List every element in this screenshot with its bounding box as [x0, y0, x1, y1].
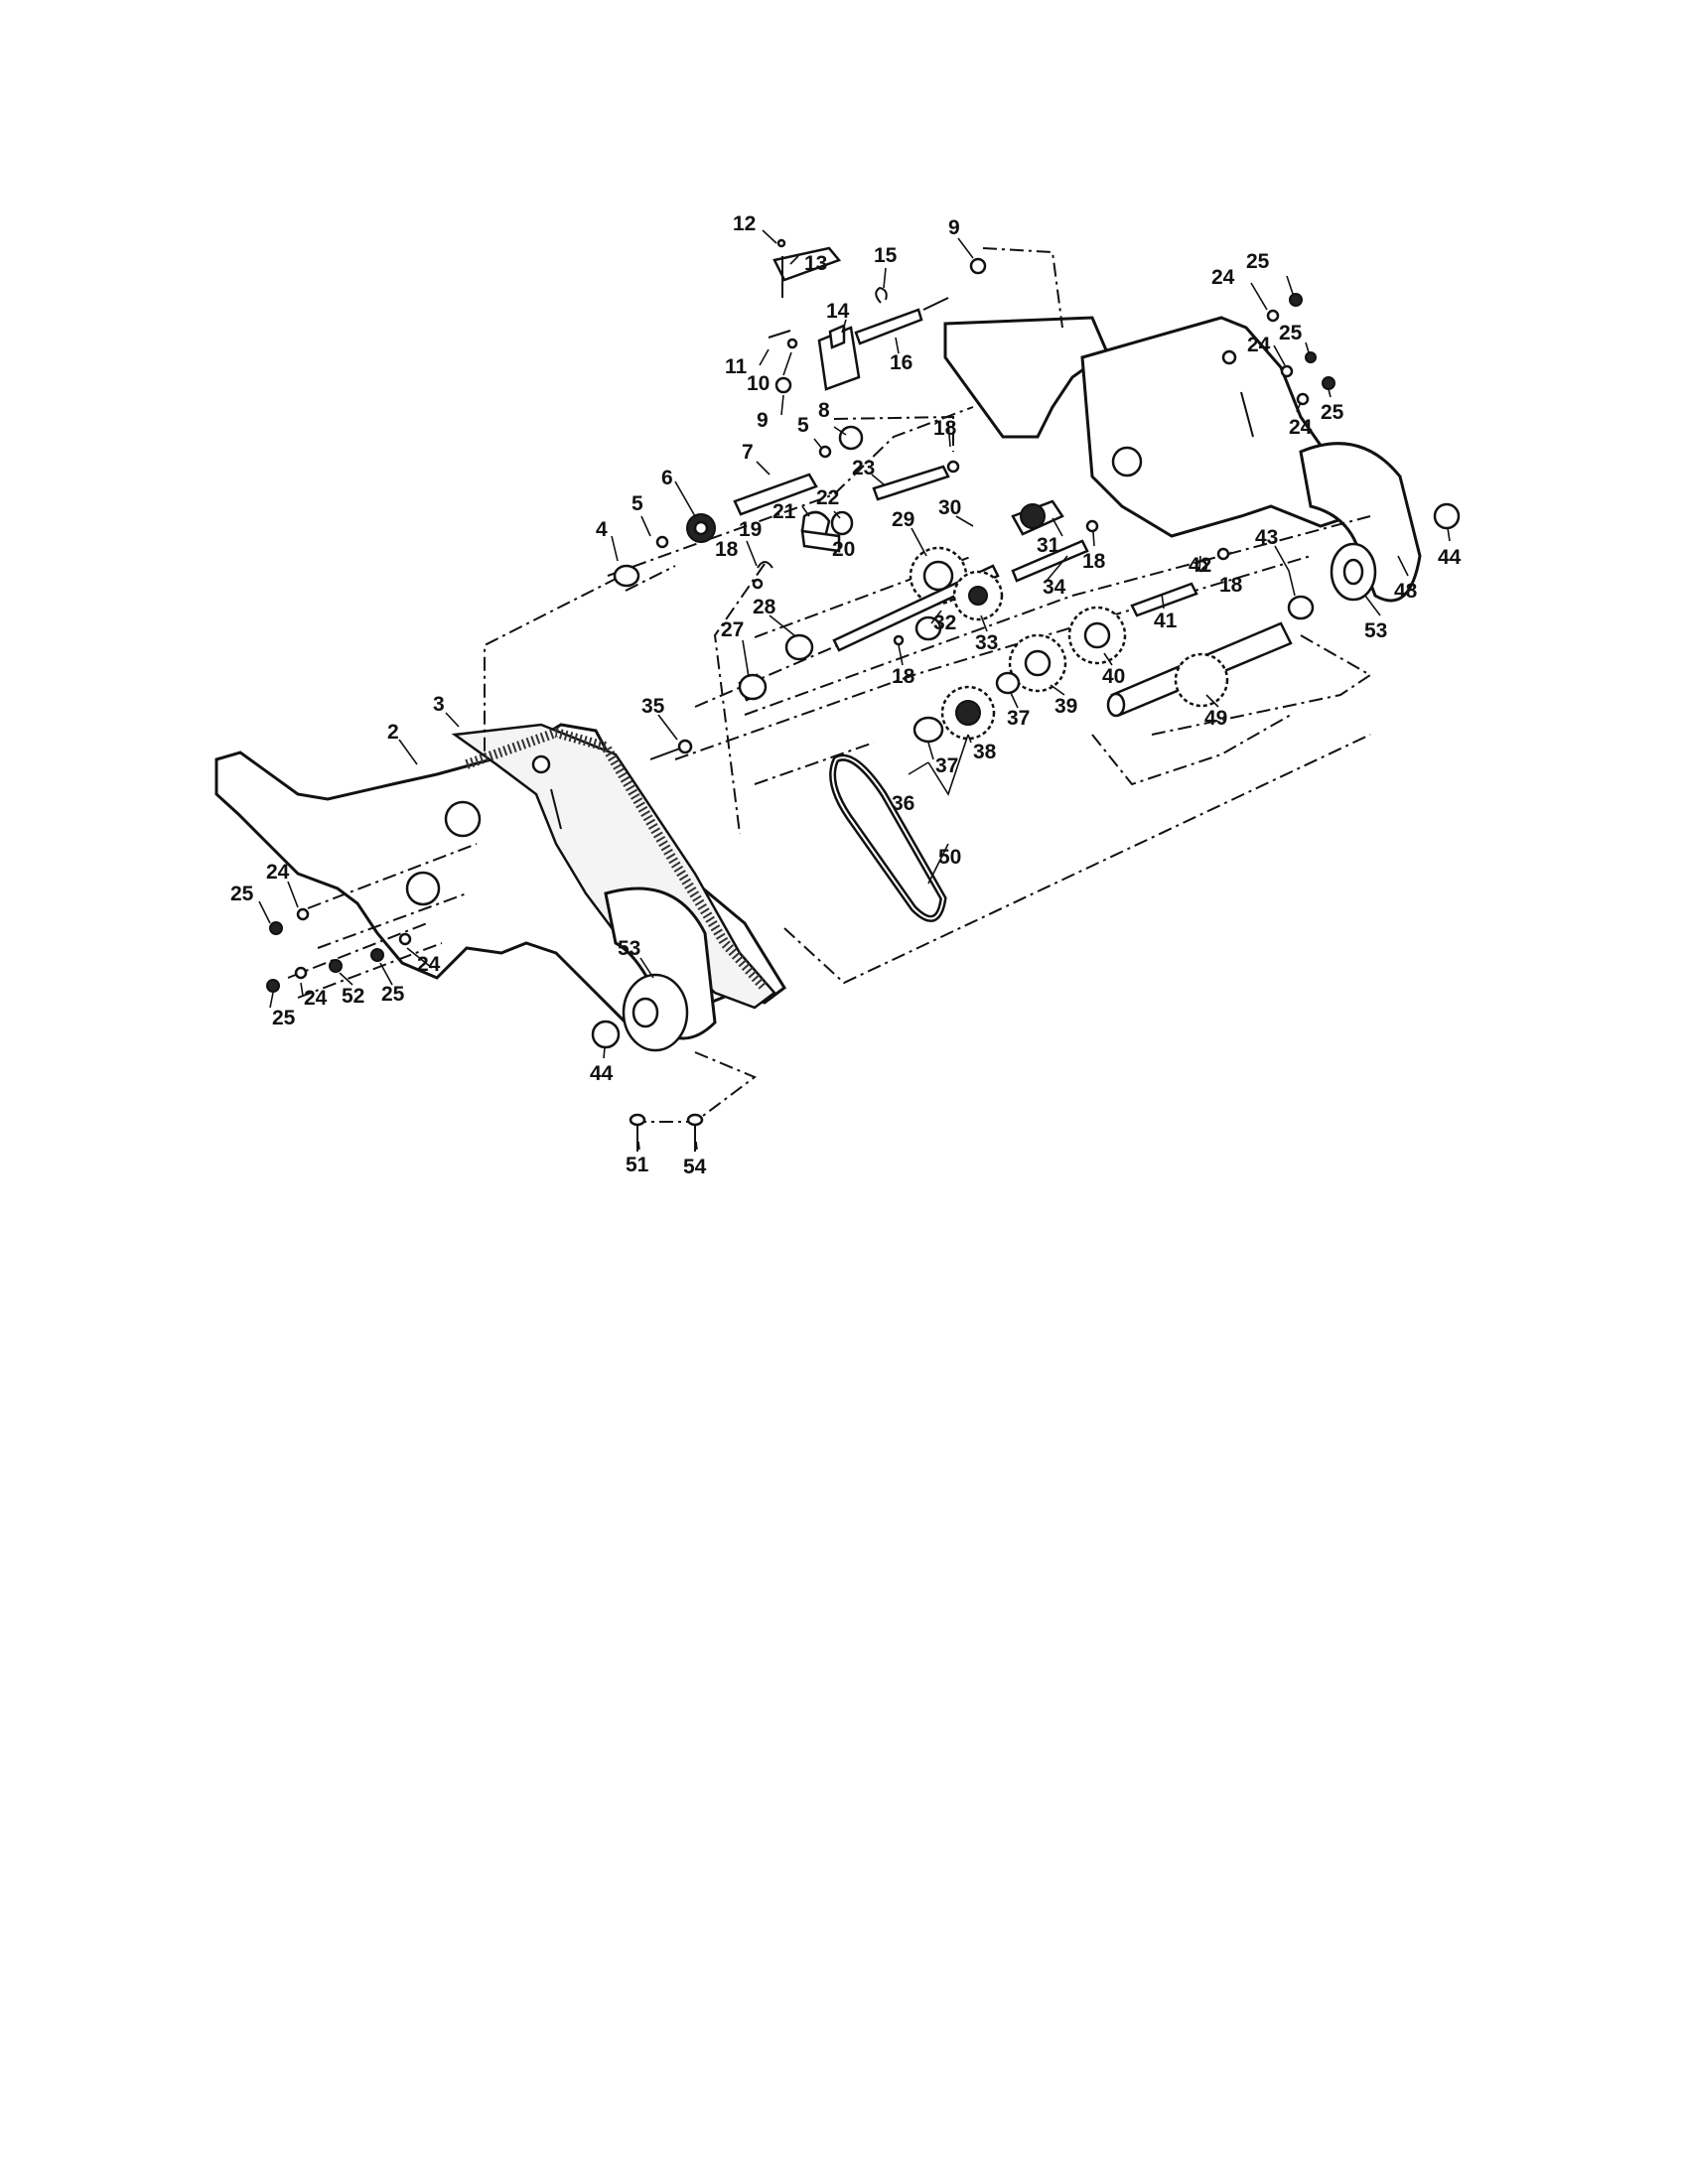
callout-42: 42: [1189, 554, 1211, 577]
callout-25: 25: [1279, 322, 1303, 344]
callout-49: 49: [1204, 707, 1227, 730]
callout-10: 10: [747, 372, 770, 395]
callout-29: 29: [892, 508, 914, 531]
callout-25: 25: [381, 983, 405, 1006]
callout-24: 24: [1247, 334, 1271, 356]
callout-54: 54: [683, 1156, 707, 1178]
callout-22: 22: [816, 486, 839, 509]
callout-12: 12: [733, 212, 756, 235]
callout-25: 25: [1246, 250, 1270, 273]
drive-components: [591, 425, 1461, 1152]
callout-13: 13: [804, 252, 827, 275]
callout-2: 2: [387, 721, 399, 744]
callout-5: 5: [632, 492, 643, 515]
callout-44: 44: [590, 1062, 614, 1085]
callout-44: 44: [1438, 546, 1462, 569]
callout-18: 18: [1219, 574, 1243, 597]
callout-25: 25: [230, 883, 254, 905]
left-drum: [604, 887, 717, 1052]
callout-50: 50: [938, 846, 961, 869]
callout-36: 36: [892, 792, 914, 815]
callout-18: 18: [715, 538, 739, 561]
callout-25: 25: [272, 1007, 296, 1029]
callout-11: 11: [725, 355, 748, 378]
callout-20: 20: [832, 538, 855, 561]
callout-24: 24: [304, 987, 328, 1010]
callout-4: 4: [596, 518, 608, 541]
callout-24: 24: [1211, 266, 1235, 289]
callout-30: 30: [938, 496, 961, 519]
callout-16: 16: [890, 351, 912, 374]
callout-37: 37: [1007, 707, 1030, 730]
callout-51: 51: [626, 1154, 649, 1176]
callout-37: 37: [935, 754, 958, 777]
callout-41: 41: [1154, 610, 1178, 632]
callout-48: 48: [1394, 580, 1418, 603]
callout-8: 8: [818, 399, 830, 422]
callout-18: 18: [933, 417, 957, 440]
callout-3: 3: [433, 693, 445, 716]
callout-53: 53: [1364, 619, 1387, 642]
callout-23: 23: [852, 457, 875, 479]
callout-31: 31: [1037, 534, 1060, 557]
callout-9: 9: [948, 216, 960, 239]
callout-19: 19: [739, 518, 762, 541]
callout-38: 38: [973, 741, 997, 763]
callout-33: 33: [975, 631, 998, 654]
callout-24: 24: [1289, 416, 1313, 439]
callout-28: 28: [753, 596, 776, 618]
callout-5: 5: [797, 414, 809, 437]
fasteners: [266, 293, 1335, 993]
right-housing: [943, 316, 1352, 538]
callout-21: 21: [772, 500, 796, 523]
control-assembly: [768, 238, 987, 394]
callout-6: 6: [661, 467, 673, 489]
callout-40: 40: [1102, 665, 1125, 688]
callout-14: 14: [826, 300, 850, 323]
callout-39: 39: [1054, 695, 1077, 718]
callout-labels: 12 13 15 9 14 11 10 16 9 8 5 7 18 6 23 5…: [230, 212, 1462, 1178]
callout-24: 24: [417, 953, 441, 976]
callout-15: 15: [874, 244, 898, 267]
callout-52: 52: [342, 985, 364, 1008]
drive-belt: [829, 753, 947, 922]
callout-24: 24: [266, 861, 290, 884]
callout-34: 34: [1043, 576, 1066, 599]
callout-32: 32: [933, 612, 956, 634]
callout-43: 43: [1255, 526, 1278, 549]
callout-9: 9: [757, 409, 769, 432]
callout-18: 18: [1082, 550, 1106, 573]
callout-7: 7: [742, 441, 754, 464]
callout-35: 35: [641, 695, 665, 718]
callout-18: 18: [892, 665, 915, 688]
callout-53: 53: [618, 937, 640, 960]
leader-lines: [258, 229, 1451, 1151]
assembly-lines: [287, 247, 1372, 1123]
callout-27: 27: [721, 618, 744, 641]
callout-25: 25: [1321, 401, 1344, 424]
